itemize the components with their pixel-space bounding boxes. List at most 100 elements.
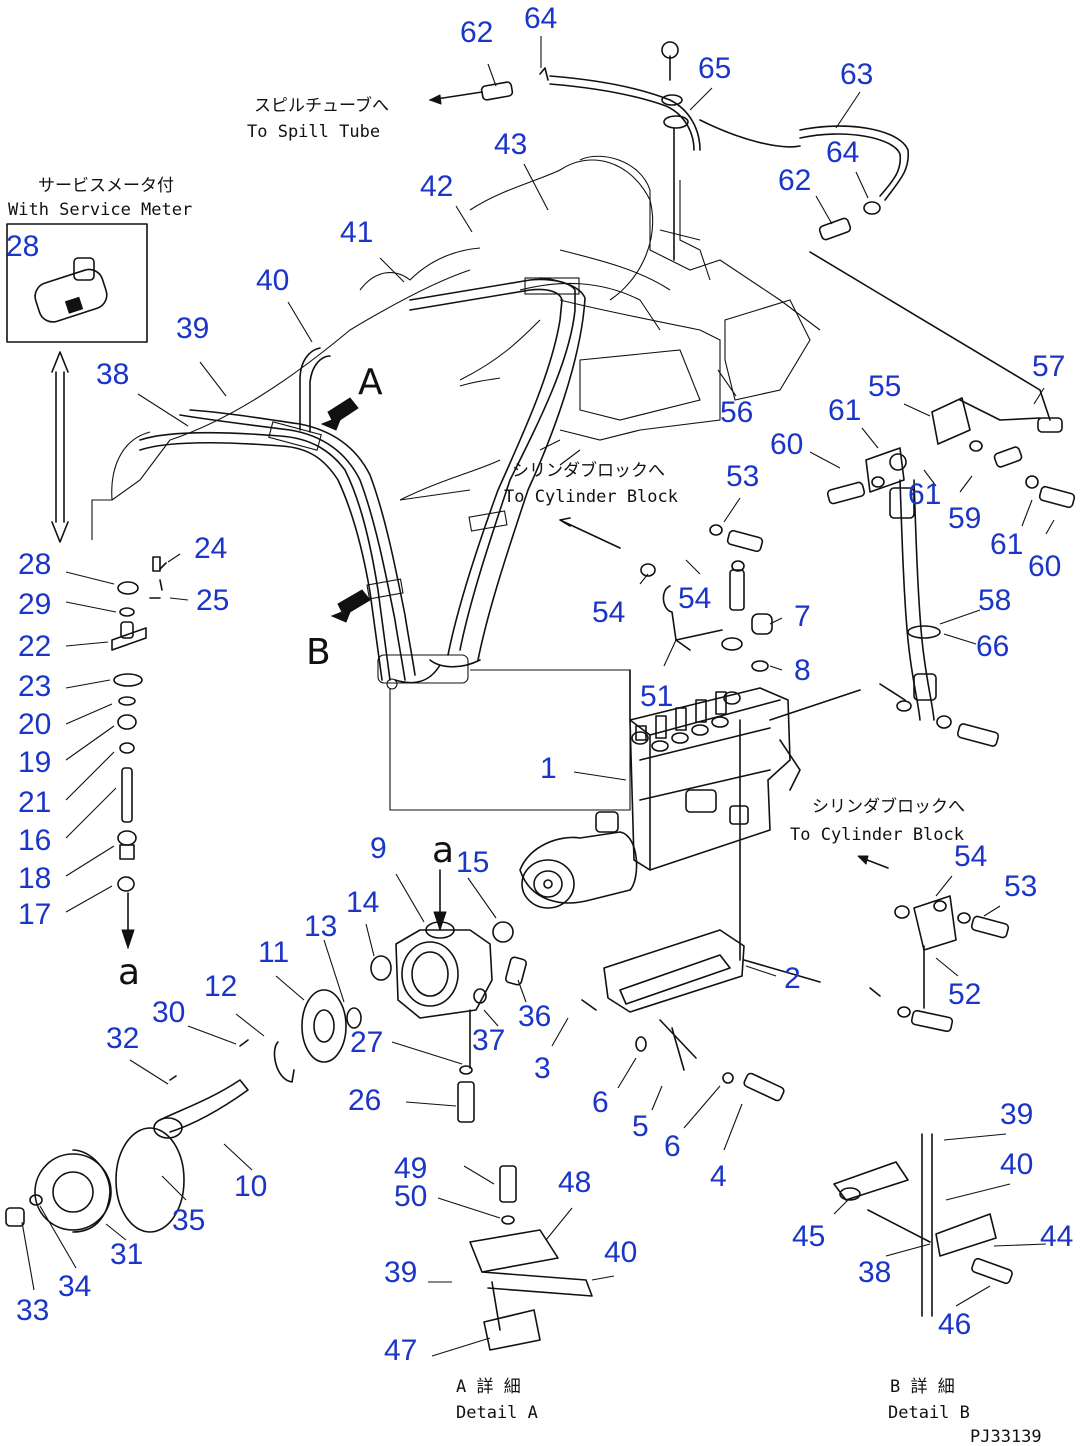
callout-64: 64 [826,136,859,169]
view-letter-A: A [358,362,383,403]
callout-55: 55 [868,370,901,403]
caption-spill-tube-jp: スピルチューブへ [254,95,389,116]
callout-43: 43 [494,128,527,161]
callout-29: 29 [18,588,51,621]
callout-60: 60 [770,428,803,461]
view-letter-B: B [306,632,331,673]
callout-40: 40 [256,264,289,297]
callout-17: 17 [18,898,51,931]
callout-22: 22 [18,630,51,663]
callout-35: 35 [172,1204,205,1237]
callout-8: 8 [794,654,811,687]
caption-cyl-block2-jp: シリンダブロックへ [812,796,965,817]
line-art [5,36,1076,1357]
callout-34: 34 [58,1270,91,1303]
callout-32: 32 [106,1022,139,1055]
callout-64: 64 [524,2,557,35]
captions: スピルチューブへ To Spill Tube サービスメータ付 With Ser… [8,95,1042,1446]
governor-housing [519,831,638,909]
arrow-A [320,397,359,431]
callout-65: 65 [698,52,731,85]
double-arrow [51,351,69,543]
callout-6: 6 [592,1086,609,1119]
callout-25: 25 [196,584,229,617]
caption-detail-b-en: Detail B [888,1403,970,1423]
callout-27: 27 [350,1026,383,1059]
callout-44: 44 [1040,1220,1073,1253]
callout-11: 11 [258,936,289,969]
callout-53: 53 [726,460,759,493]
callout-54: 54 [954,840,987,873]
caption-service-meter-en: With Service Meter [8,200,192,220]
callout-21: 21 [18,786,51,819]
callout-39: 39 [176,312,209,345]
callout-49: 49 [394,1152,427,1185]
detail-A-drawing [469,1165,593,1351]
callout-1: 1 [540,752,557,785]
bracket-52 [857,855,1010,1033]
callout-30: 30 [152,996,185,1029]
callout-31: 31 [110,1238,143,1271]
callout-39: 39 [1000,1098,1033,1131]
leader-frame-1 [389,670,631,811]
callout-28: 28 [6,230,39,263]
callout-15: 15 [456,846,489,879]
service-meter-part [34,257,108,323]
callout-26: 26 [348,1084,381,1117]
caption-detail-b-jp: B 詳 細 [890,1377,955,1397]
callout-7: 7 [794,600,811,633]
bracket-2 [581,929,821,1102]
leader-b [399,489,471,501]
callout-42: 42 [420,170,453,203]
callout-37: 37 [472,1024,505,1057]
callout-36: 36 [518,1000,551,1033]
callout-52: 52 [948,978,981,1011]
callout-48: 48 [558,1166,591,1199]
service-meter-box [6,223,148,343]
callout-60: 60 [1028,550,1061,583]
caption-cyl-block1-en: To Cylinder Block [504,487,678,507]
drive-train [5,955,392,1233]
callout-54: 54 [592,596,625,629]
view-letter-a-top: a [432,830,454,871]
callout-2: 2 [784,962,801,995]
timer-housing-9 [395,869,527,1123]
callout-45: 45 [792,1220,825,1253]
callout-41: 41 [340,216,373,249]
callout-3: 3 [534,1052,551,1085]
callout-13: 13 [304,910,337,943]
callout-23: 23 [18,670,51,703]
callout-10: 10 [234,1170,267,1203]
callout-61: 61 [908,478,941,511]
arrow-B [330,589,371,623]
caption-cyl-block2-en: To Cylinder Block [790,825,964,845]
injection-pump-body [595,669,801,961]
callout-39: 39 [384,1256,417,1289]
callout-33: 33 [16,1294,49,1327]
right-fittings [769,397,1076,747]
tube-clamps [268,277,580,690]
callout-63: 63 [840,58,873,91]
callout-47: 47 [384,1334,417,1367]
callout-57: 57 [1032,350,1065,383]
callout-14: 14 [346,886,379,919]
callout-66: 66 [976,630,1009,663]
callout-38: 38 [858,1256,891,1289]
drawing-id: PJ33139 [970,1427,1042,1446]
caption-cyl-block1-jp: シリンダブロックへ [512,460,665,481]
view-letter-a-left: a [118,952,140,993]
callout-62: 62 [778,164,811,197]
callout-61: 61 [990,528,1023,561]
bracket-56 [724,299,811,401]
detail-B-drawing [833,1133,1013,1317]
callout-24: 24 [194,532,227,565]
callout-50: 50 [394,1180,427,1213]
left-stack-parts [111,556,167,950]
caption-service-meter-jp: サービスメータ付 [38,176,174,196]
callout-54: 54 [678,582,711,615]
callout-12: 12 [204,970,237,1003]
leader-lines [21,36,1055,1357]
callout-20: 20 [18,708,51,741]
callout-6: 6 [664,1130,681,1163]
